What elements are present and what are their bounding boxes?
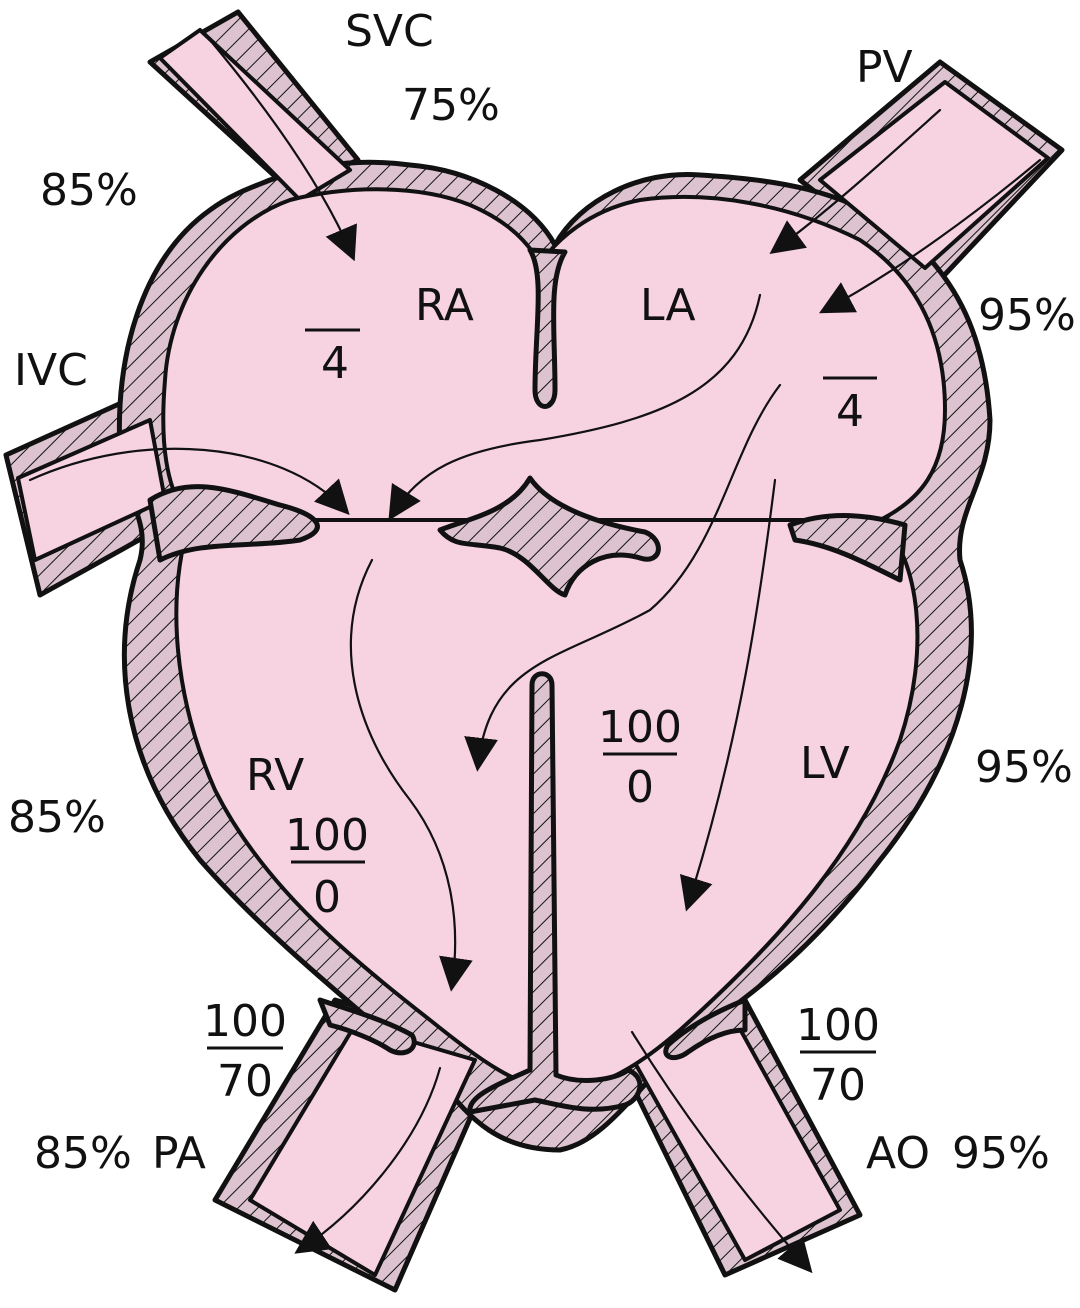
- pa-lumen: [248, 1023, 477, 1277]
- ivc-label: IVC: [14, 345, 88, 396]
- rv-pressure: 100 0: [285, 810, 369, 923]
- atrial-septum: [527, 247, 568, 409]
- ivc-flow-arrow: [28, 447, 350, 515]
- ao-pressure: 100 70: [796, 1000, 880, 1111]
- pulmonary-cusp: [317, 997, 417, 1056]
- ra-pressure: 4: [305, 328, 360, 389]
- ao-systolic: 100: [796, 1000, 880, 1051]
- rv-label: RV: [246, 750, 304, 801]
- pv-lower-flow-arrow: [819, 158, 1042, 314]
- ao-saturation: 95%: [952, 1128, 1050, 1179]
- pa-saturation: 85%: [34, 1128, 132, 1179]
- mitral-leaflet: [787, 513, 908, 583]
- pa-diastolic: 70: [217, 1056, 273, 1107]
- pa-label: PA: [152, 1128, 206, 1179]
- tricuspid-leaflet: [147, 484, 320, 563]
- septa: [147, 247, 908, 1115]
- aortic-cusp: [663, 997, 748, 1061]
- lv-saturation: 95%: [975, 742, 1073, 793]
- ventricular-septum: [467, 671, 643, 1115]
- svc-flow-arrow: [208, 38, 357, 262]
- pa-systolic: 100: [203, 996, 287, 1047]
- rv-diastolic: 0: [313, 872, 341, 923]
- la-to-rv-arrow: [464, 383, 782, 772]
- svc-lumen: [158, 28, 352, 202]
- svc-saturation: 75%: [402, 80, 500, 131]
- la-diastolic: 4: [836, 386, 864, 437]
- ao-outflow-arrow: [630, 1030, 813, 1274]
- rv-to-pa-arrow: [349, 558, 473, 992]
- lv-pressure: 100 0: [598, 702, 682, 813]
- svc-label: SVC: [345, 6, 434, 57]
- ra-diastolic: 4: [321, 338, 349, 389]
- pa-pressure: 100 70: [203, 996, 287, 1107]
- la-label: LA: [640, 280, 696, 331]
- valve-annulus: [437, 475, 661, 598]
- lv-systolic: 100: [598, 702, 682, 753]
- ra-saturation: 85%: [40, 165, 138, 216]
- lv-label: LV: [800, 738, 850, 789]
- rv-systolic: 100: [285, 810, 369, 861]
- ra-label: RA: [415, 280, 474, 331]
- pv-upper-flow-arrow: [769, 108, 942, 255]
- la-to-lv-arrow: [679, 478, 777, 912]
- rv-saturation: 85%: [8, 792, 106, 843]
- lv-diastolic: 0: [626, 762, 654, 813]
- pa-outflow-arrow: [294, 1066, 442, 1254]
- la-saturation: 95%: [978, 290, 1076, 341]
- pv-lumen: [818, 80, 1050, 270]
- la-to-ra-shunt-arrow: [388, 293, 762, 521]
- ao-label: AO: [866, 1128, 930, 1179]
- ao-diastolic: 70: [810, 1060, 866, 1111]
- flow-arrows: [28, 38, 1042, 1274]
- pv-label: PV: [856, 42, 913, 93]
- la-pressure: 4: [823, 376, 877, 437]
